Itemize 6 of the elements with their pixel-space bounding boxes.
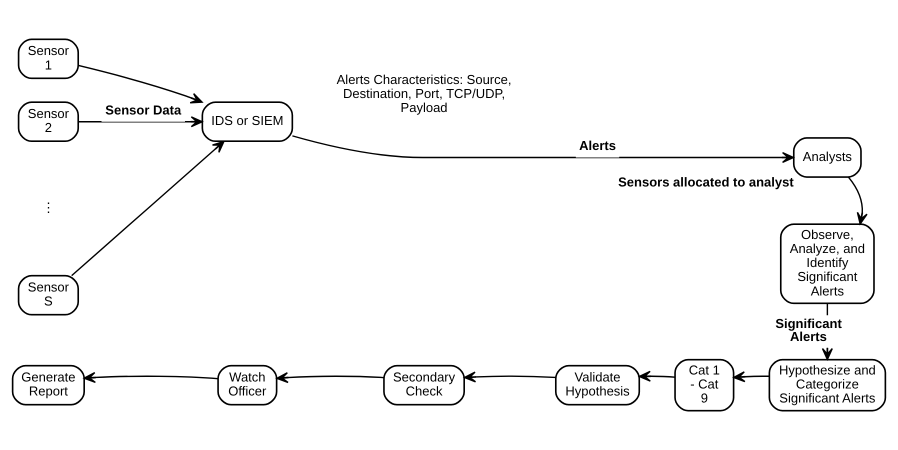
node-label: Sensors allocated to analyst [618, 174, 794, 190]
edge-label: Alerts [579, 138, 616, 154]
edge-label: Significant Alerts [775, 316, 842, 344]
label: Alerts Characteristics: Source, Destination, Port, TCP/UDP, Payload [336, 72, 512, 116]
label: ⋮ [42, 200, 55, 215]
edge-label: Sensor Data [105, 102, 182, 118]
